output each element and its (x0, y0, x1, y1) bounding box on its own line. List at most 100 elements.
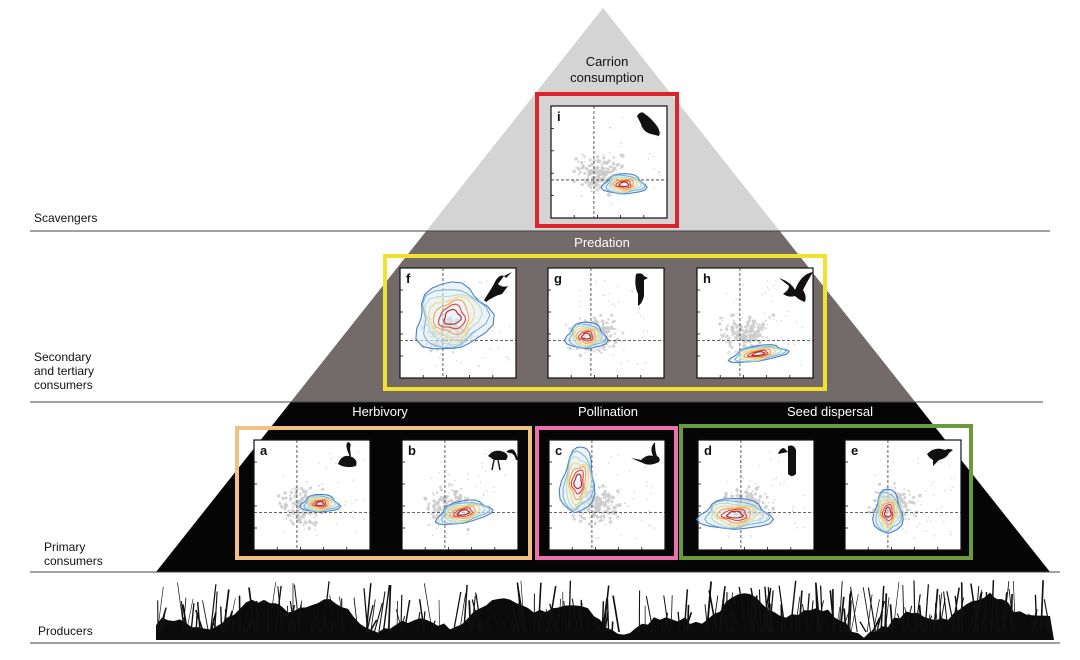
background-point (608, 322, 610, 325)
grass-blade (971, 611, 975, 633)
background-point (291, 509, 295, 513)
background-point (314, 522, 316, 525)
grass-blade (520, 580, 525, 633)
background-point (603, 161, 607, 165)
grass-blade (312, 617, 316, 633)
background-point (477, 365, 479, 367)
background-point (596, 496, 598, 499)
ibis-icon (488, 449, 518, 471)
background-point (803, 506, 806, 509)
background-point (597, 349, 601, 353)
density-contour (437, 303, 467, 330)
background-point (619, 166, 622, 170)
grass-blade (214, 591, 218, 633)
background-point (298, 520, 303, 524)
background-point (603, 509, 607, 513)
grass-blade (980, 613, 984, 633)
grass-blade (222, 589, 230, 633)
background-point (878, 482, 882, 486)
grass-blade (794, 596, 801, 633)
background-point (507, 356, 509, 359)
background-point (352, 510, 354, 512)
grass-blade (574, 603, 583, 633)
background-point (756, 343, 759, 346)
background-point (620, 533, 622, 536)
grass-blade (160, 620, 166, 633)
background-point (740, 337, 744, 341)
grass-blade (815, 600, 825, 633)
background-point (592, 171, 594, 173)
panel-h: h (696, 267, 814, 379)
background-point (907, 518, 911, 521)
background-point (616, 489, 620, 494)
background-point (890, 486, 893, 488)
background-point (281, 497, 285, 501)
background-point (293, 502, 297, 507)
background-point (874, 490, 877, 493)
background-point (901, 493, 905, 496)
density-contour (568, 466, 587, 501)
background-point (289, 519, 293, 522)
background-point (904, 517, 907, 520)
background-point (652, 335, 654, 338)
grass-blade (670, 595, 673, 633)
background-point (620, 512, 623, 515)
background-point (925, 530, 927, 532)
grass-blade (939, 616, 942, 633)
background-point (299, 515, 302, 518)
background-point (742, 341, 746, 344)
grass-blade (422, 611, 426, 633)
background-point (740, 495, 744, 498)
grass-blade (872, 599, 880, 633)
density-contour (303, 495, 340, 513)
background-point (504, 474, 506, 477)
background-point (584, 166, 589, 171)
grass-blade (503, 621, 507, 633)
grass-blade (984, 591, 988, 633)
background-point (608, 345, 611, 348)
background-point (932, 481, 934, 483)
background-point (912, 501, 916, 505)
background-point (917, 493, 922, 498)
grass-blade (180, 601, 185, 633)
background-point (648, 510, 650, 512)
background-point (783, 481, 785, 484)
grass-blade (789, 580, 797, 633)
background-point (296, 500, 301, 505)
background-point (926, 520, 928, 523)
background-point (305, 490, 308, 493)
background-point (352, 516, 354, 519)
background-point (603, 294, 605, 296)
background-point (636, 363, 639, 365)
background-point (580, 183, 584, 187)
background-point (768, 315, 771, 317)
density-contour (605, 174, 646, 194)
background-point (620, 154, 625, 158)
background-point (745, 491, 749, 495)
background-point (733, 331, 735, 334)
background-point (727, 481, 729, 483)
background-point (727, 324, 730, 327)
background-point (633, 491, 636, 493)
background-point (773, 478, 775, 480)
background-point (773, 284, 775, 287)
ibis-icon-shape (488, 449, 518, 470)
grass-blade (571, 598, 579, 633)
background-point (747, 315, 752, 320)
grass-blade (721, 592, 725, 633)
density-contour (562, 450, 595, 511)
background-point (593, 466, 595, 469)
background-point (612, 506, 615, 508)
background-point (789, 282, 792, 284)
grass-blade (547, 616, 553, 633)
density-contour (875, 491, 903, 533)
background-point (433, 510, 436, 513)
background-point (934, 535, 936, 537)
background-point (590, 168, 593, 171)
background-point (751, 496, 754, 499)
grass-blade (475, 592, 483, 633)
background-point (940, 461, 942, 464)
panel-f-label: f (406, 271, 411, 286)
background-point (580, 161, 584, 165)
